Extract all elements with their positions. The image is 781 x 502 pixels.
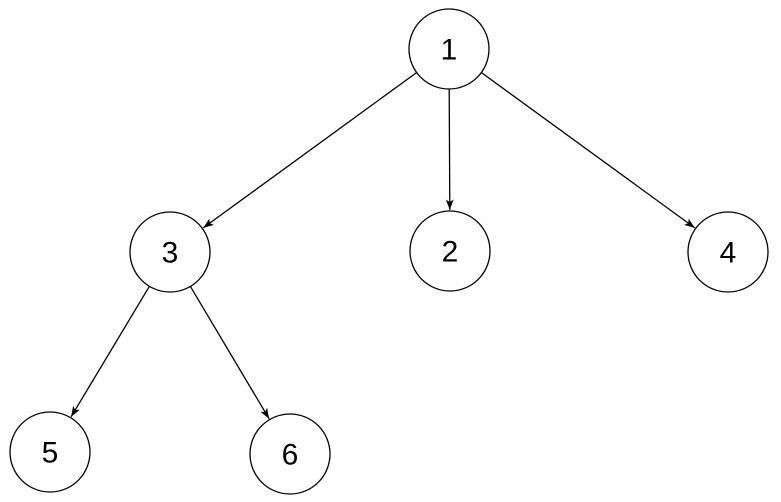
tree-node-6: 6 <box>249 413 331 495</box>
edge-1-to-2 <box>445 88 454 211</box>
node-circle-5 <box>9 411 91 493</box>
node-label-5: 5 <box>42 437 59 470</box>
node-label-6: 6 <box>282 439 299 472</box>
node-label-2: 2 <box>442 236 459 269</box>
node-circle-6 <box>249 413 331 495</box>
tree-node-3: 3 <box>129 211 211 293</box>
node-circle-2 <box>409 210 491 292</box>
tree-node-4: 4 <box>687 211 769 293</box>
node-circle-3 <box>129 211 211 293</box>
node-label-3: 3 <box>162 237 179 270</box>
tree-node-1: 1 <box>408 8 490 90</box>
edge-1-to-4 <box>480 71 696 229</box>
node-circle-4 <box>687 211 769 293</box>
edge-3-to-5 <box>70 285 150 418</box>
node-label-1: 1 <box>441 34 458 67</box>
tree-node-2: 2 <box>409 210 491 292</box>
edge-3-to-6 <box>189 286 270 420</box>
node-label-4: 4 <box>720 237 737 270</box>
edge-1-to-3 <box>202 71 418 229</box>
tree-node-5: 5 <box>9 411 91 493</box>
node-circle-1 <box>408 8 490 90</box>
